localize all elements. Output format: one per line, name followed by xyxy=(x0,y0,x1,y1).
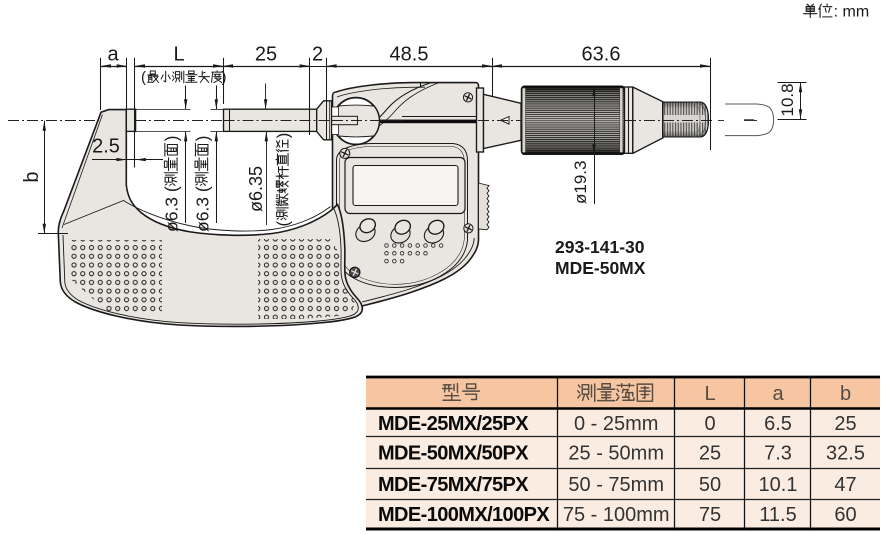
svg-text:75: 75 xyxy=(699,504,721,526)
svg-text:MDE-50MX: MDE-50MX xyxy=(555,258,646,278)
svg-text:25: 25 xyxy=(834,413,856,435)
svg-text:25: 25 xyxy=(255,44,277,66)
svg-text:50: 50 xyxy=(699,474,721,496)
svg-text:MDE-25MX/25PX: MDE-25MX/25PX xyxy=(378,413,529,435)
svg-text:50 - 75mm: 50 - 75mm xyxy=(568,474,664,496)
svg-text:: mm: : mm xyxy=(834,4,870,21)
svg-text:2: 2 xyxy=(312,44,323,66)
svg-text:a: a xyxy=(772,383,784,405)
svg-text:ø6.35: ø6.35 xyxy=(246,166,266,212)
svg-text:ø19.3: ø19.3 xyxy=(571,161,590,204)
svg-text:ø6.3 (: ø6.3 ( xyxy=(162,186,182,232)
svg-text:48.5: 48.5 xyxy=(390,44,429,66)
svg-text:MDE-100MX/100PX: MDE-100MX/100PX xyxy=(378,504,550,526)
svg-text:75 - 100mm: 75 - 100mm xyxy=(563,504,670,526)
svg-text:): ) xyxy=(192,135,212,141)
svg-text:60: 60 xyxy=(834,504,856,526)
svg-text:7.3: 7.3 xyxy=(764,443,792,465)
svg-text:2.5: 2.5 xyxy=(92,136,120,158)
svg-text:10.1: 10.1 xyxy=(759,474,798,496)
svg-text:(: ( xyxy=(275,221,293,227)
svg-text:25: 25 xyxy=(699,443,721,465)
svg-text:): ) xyxy=(162,135,182,141)
svg-text:6.5: 6.5 xyxy=(764,413,792,435)
svg-text:25 - 50mm: 25 - 50mm xyxy=(568,443,664,465)
svg-text:0: 0 xyxy=(704,413,715,435)
svg-text:L: L xyxy=(704,383,715,405)
svg-text:MDE-50MX/50PX: MDE-50MX/50PX xyxy=(378,443,529,465)
svg-text:10.8: 10.8 xyxy=(778,83,797,116)
svg-text:a: a xyxy=(107,44,119,66)
svg-text:): ) xyxy=(222,69,227,86)
svg-text:(: ( xyxy=(141,69,146,86)
svg-text:ø6.3 (: ø6.3 ( xyxy=(192,186,212,232)
svg-text:L: L xyxy=(173,44,184,66)
svg-text:293-141-30: 293-141-30 xyxy=(555,237,645,257)
svg-text:63.6: 63.6 xyxy=(582,44,621,66)
svg-text:MDE-75MX/75PX: MDE-75MX/75PX xyxy=(378,474,529,496)
svg-text:b: b xyxy=(840,383,851,405)
svg-text:11.5: 11.5 xyxy=(759,504,796,526)
svg-text:b: b xyxy=(21,171,43,182)
svg-text:47: 47 xyxy=(834,474,856,496)
svg-text:32.5: 32.5 xyxy=(826,443,865,465)
svg-text:0 - 25mm: 0 - 25mm xyxy=(574,413,658,435)
svg-text:): ) xyxy=(275,133,293,139)
